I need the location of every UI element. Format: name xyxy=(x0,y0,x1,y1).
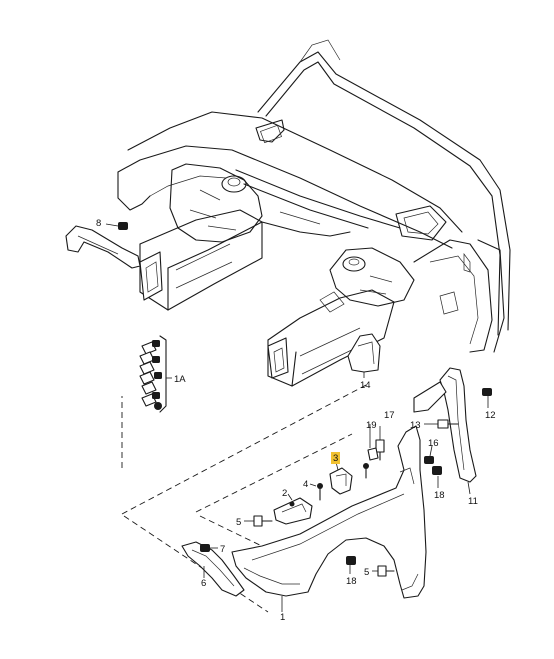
callout-11: 11 xyxy=(468,496,478,507)
callout-7: 7 xyxy=(220,544,225,555)
assembly-guide-lines xyxy=(121,383,369,613)
part-14-liner xyxy=(347,333,381,378)
part-4-bolts xyxy=(309,463,369,501)
callout-17: 17 xyxy=(384,410,395,421)
callout-18a: 18 xyxy=(434,490,445,501)
part-11-pillar-trim xyxy=(413,367,477,495)
body-structure xyxy=(117,39,511,387)
part-1-fender xyxy=(231,425,427,612)
callout-14: 14 xyxy=(360,380,371,391)
part-2-bracket xyxy=(273,493,313,525)
callout-3: 3 xyxy=(333,453,338,464)
callout-8: 8 xyxy=(96,218,101,229)
part-18-bottom-clip xyxy=(346,556,356,574)
callout-4: 4 xyxy=(303,479,308,490)
callout-labels: 1 1A 2 3 4 5 5 6 7 8 11 12 13 14 16 17 18 18 19 xyxy=(96,218,496,623)
bolts-upper xyxy=(367,419,459,461)
callout-1A: 1A xyxy=(174,374,186,385)
callout-5a: 5 xyxy=(236,517,241,528)
part-7-clip xyxy=(200,544,218,552)
callout-18b: 18 xyxy=(346,576,357,587)
part-12-clip xyxy=(482,388,492,396)
callout-19: 19 xyxy=(366,420,377,431)
callout-1: 1 xyxy=(280,612,285,623)
part-18-clip xyxy=(432,466,442,475)
part-6-bracket xyxy=(181,541,245,597)
callout-6: 6 xyxy=(201,578,206,589)
part-16-clip xyxy=(424,456,434,464)
part-8-bracket xyxy=(65,222,141,269)
callout-5b: 5 xyxy=(364,567,369,578)
part-1a-fastener-kit xyxy=(139,335,172,413)
part-3-bracket xyxy=(329,461,353,495)
callout-3-highlight xyxy=(331,452,340,464)
clips-right xyxy=(424,388,492,488)
part-5-bolts xyxy=(244,515,395,577)
callout-13: 13 xyxy=(410,420,421,431)
callout-12: 12 xyxy=(485,410,496,421)
callout-16: 16 xyxy=(428,438,439,449)
callout-2: 2 xyxy=(282,488,287,499)
